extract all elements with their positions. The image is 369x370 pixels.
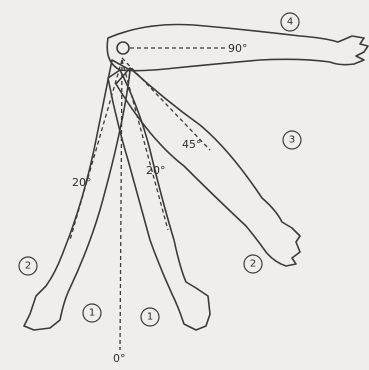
angle-label-90: 90° [228,42,248,55]
arm-position-1-right [108,60,210,330]
svg-text:4: 4 [287,17,293,28]
shoulder-joint [117,42,129,54]
position-marker-1-right: 1 [141,308,159,326]
angle-label-20-left: 20° [72,176,92,189]
arm-position-45 [116,58,300,266]
angle-label-45: 45° [182,138,202,151]
position-marker-4: 4 [281,13,299,31]
svg-text:2: 2 [25,261,31,272]
svg-text:2: 2 [250,259,256,270]
angle-label-0: 0° [113,352,126,365]
svg-text:3: 3 [289,135,295,146]
position-marker-2-right: 2 [244,255,262,273]
arm-position-2-left [24,60,130,330]
svg-text:1: 1 [89,308,95,319]
position-marker-2-left: 2 [19,257,37,275]
svg-text:1: 1 [147,312,153,323]
vertical-axis [120,60,122,350]
angle-label-20-right: 20° [146,164,166,177]
position-marker-1-left: 1 [83,304,101,322]
position-marker-3: 3 [283,131,301,149]
